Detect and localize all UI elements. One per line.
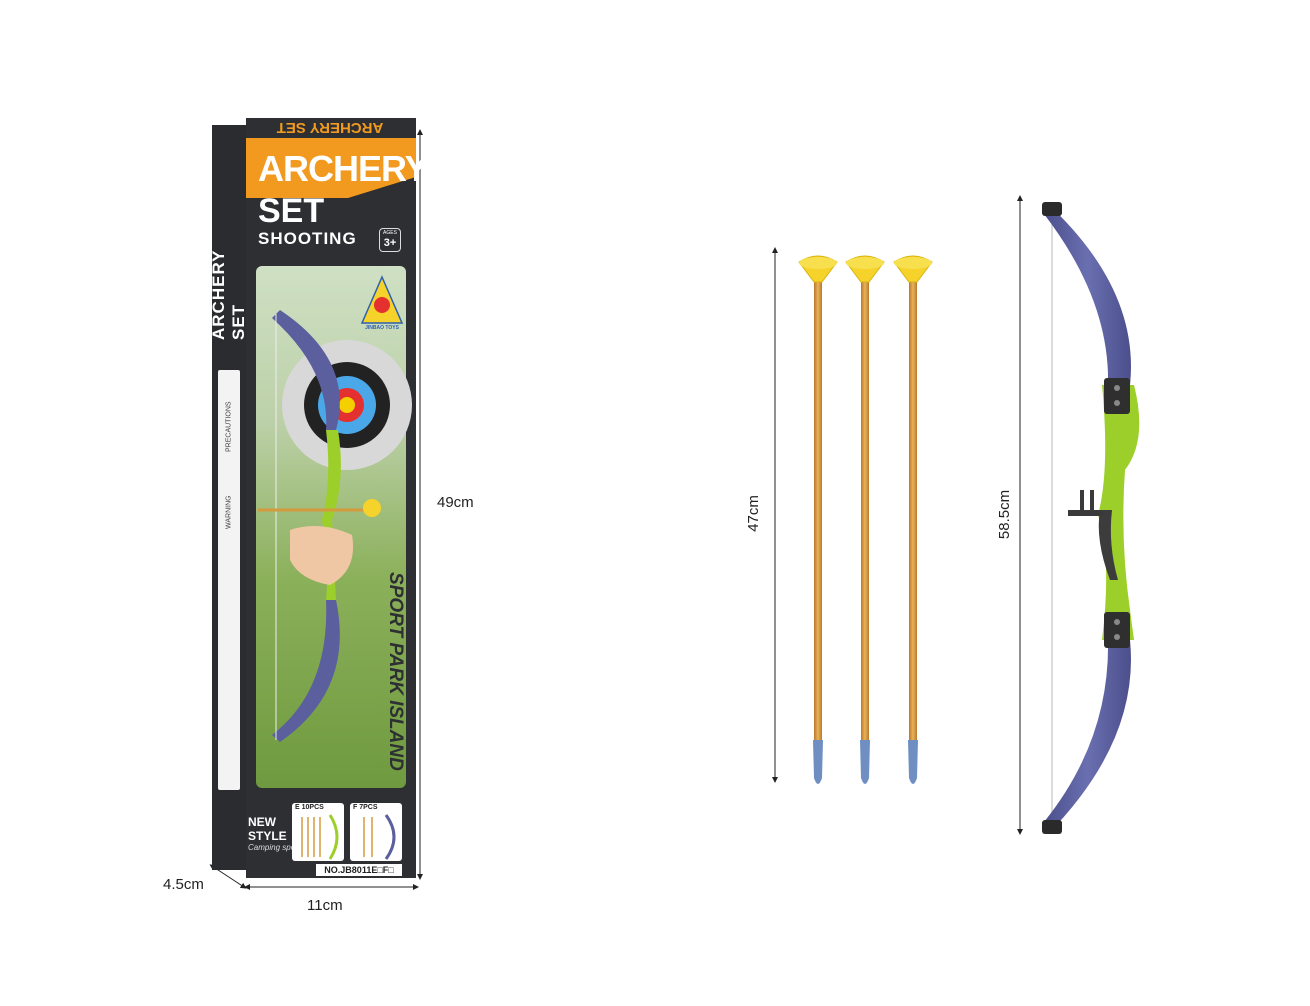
ages-value: 3+	[383, 237, 397, 249]
option-f-label: F 7PCS	[353, 804, 378, 811]
arrow-3	[893, 255, 933, 784]
box-width-label: 11cm	[307, 897, 343, 914]
title-shooting: SHOOTING	[258, 229, 357, 248]
option-f-box: F 7PCS	[350, 803, 402, 861]
arrow-2	[845, 255, 885, 784]
style-text: STYLE	[248, 829, 287, 843]
new-text: NEW	[248, 815, 276, 829]
model-number: NO.JB8011E□F□	[316, 864, 402, 876]
option-e-label: E 10PCS	[295, 804, 324, 811]
option-e-box: E 10PCS	[292, 803, 344, 861]
ages-badge: AGES 3+	[379, 228, 401, 252]
title-archery: ARCHERY	[258, 148, 429, 189]
title-set: SET	[258, 192, 325, 230]
arrow-1	[798, 255, 838, 784]
brand-name: JINBAO TOYS	[365, 325, 399, 331]
side-info-panel	[218, 370, 240, 790]
brand-logo	[360, 275, 404, 339]
box-height-label: 49cm	[437, 494, 474, 511]
sport-park-text: SPORT PARK ISLAND	[385, 572, 406, 771]
new-style-label: NEW STYLE Camping sports	[248, 815, 304, 852]
camping-sports-text: Camping sports	[248, 843, 305, 852]
bow	[1042, 202, 1140, 834]
ages-label: AGES	[383, 230, 397, 236]
box-depth-label: 4.5cm	[163, 876, 204, 893]
